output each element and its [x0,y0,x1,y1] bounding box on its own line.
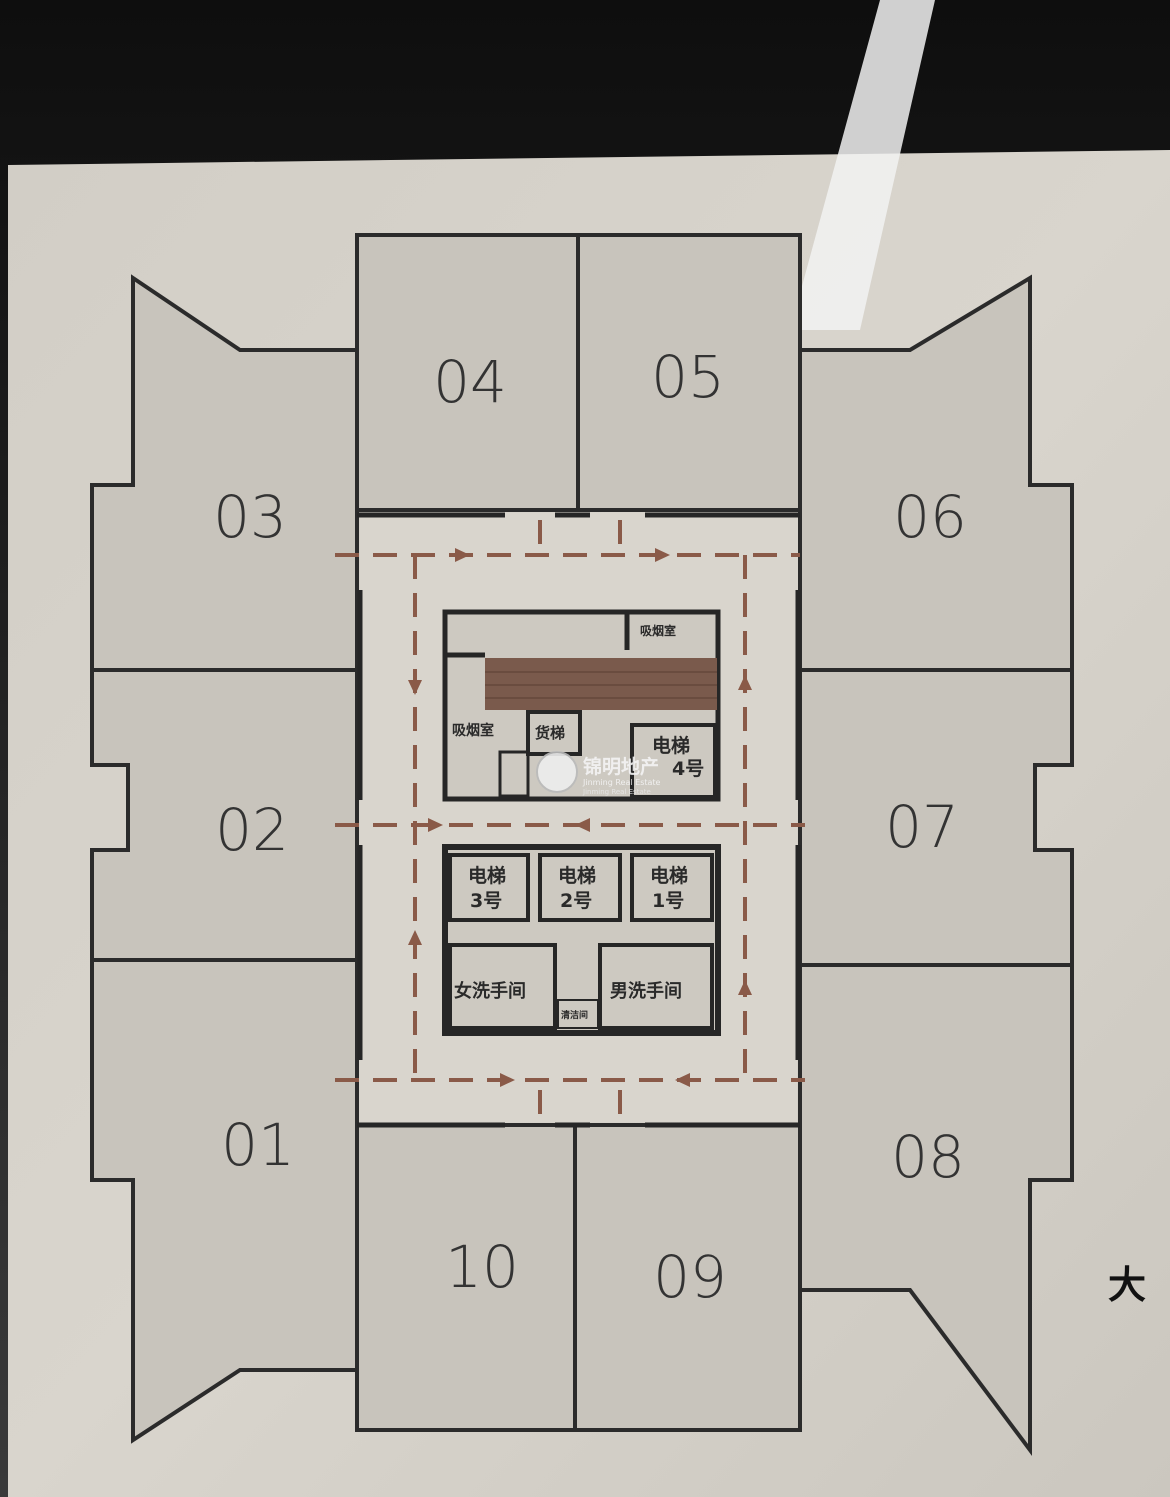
unit-08 [798,963,1074,1456]
elevator-1-label: 电梯 [650,864,688,887]
unit-02-label: 02 [215,796,289,864]
elevator-4-label: 电梯 [652,734,690,757]
unit-09-label: 09 [653,1243,727,1311]
unit-06-label: 06 [893,483,967,551]
watermark-logo-icon [536,751,578,793]
evacuation-route [335,520,805,1125]
unit-02 [90,668,359,962]
unit-08-label: 08 [891,1123,965,1191]
arrow-icon [575,818,590,832]
smoking-room-left-label: 吸烟室 [452,722,494,739]
unit-01 [90,958,359,1444]
watermark-en-2: Jinming Real Estate [582,788,651,796]
arrow-icon [655,548,670,562]
watermark: 锦明地产 Jinming Real Estate Jinming Real Es… [536,751,661,796]
arrow-icon [738,675,752,690]
unit-10 [355,1123,577,1432]
elevator-1-number: 1号 [652,890,684,912]
cleaning-room-label: 清洁间 [561,1009,588,1021]
unit-10-label: 10 [445,1233,519,1301]
freight-elevator-label: 货梯 [535,724,565,742]
arrow-icon [455,548,470,562]
unit-05 [576,233,802,512]
elevator-2-label: 电梯 [558,864,596,887]
unit-07-label: 07 [885,793,959,861]
corridor-walls [357,512,801,1128]
elevator-4-number: 4号 [672,758,704,780]
lower-core: 电梯 3号 电梯 2号 电梯 1号 女洗手间 男洗手间 清洁间 [442,844,721,1036]
elevator-3-label: 电梯 [468,864,506,887]
elevator-3-number: 3号 [470,890,502,912]
staircase [485,658,717,710]
building-name-partial: 大 [1108,1263,1146,1307]
smoking-room-top-label: 吸烟室 [640,623,676,638]
unit-09 [573,1123,802,1432]
watermark-cn: 锦明地产 [583,755,659,778]
arrow-icon [675,1073,690,1087]
arrow-icon [428,818,443,832]
watermark-en: Jinming Real Estate [582,778,661,787]
arrow-icon [500,1073,515,1087]
arrow-icon [408,680,422,695]
mens-restroom-label: 男洗手间 [610,980,682,1002]
womens-restroom-label: 女洗手间 [454,980,526,1002]
glare [790,0,935,330]
unit-03-label: 03 [213,483,287,551]
unit-05-label: 05 [651,343,725,411]
unit-04-label: 04 [433,348,507,416]
arrow-icon [738,980,752,995]
unit-04 [355,233,580,512]
upper-core: 吸烟室 吸烟室 货梯 电梯 4号 [442,609,721,802]
unit-01-label: 01 [221,1111,295,1179]
arrow-icon [408,930,422,945]
elevator-2-number: 2号 [560,890,592,912]
